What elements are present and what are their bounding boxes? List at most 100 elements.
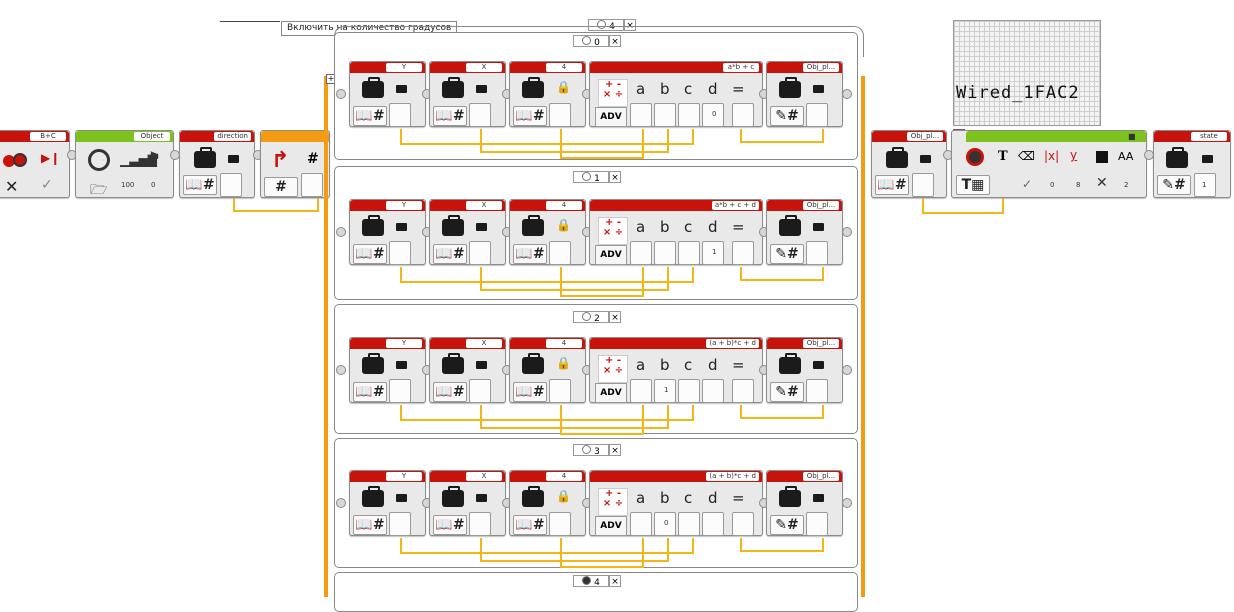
wire [560, 129, 644, 159]
output-slot[interactable] [389, 379, 411, 403]
state-value: 1 [1202, 181, 1207, 189]
math-input-slot[interactable] [630, 512, 652, 536]
math-input-slot[interactable] [630, 379, 652, 403]
output-slot[interactable] [469, 512, 491, 536]
math-input-slot[interactable] [678, 379, 700, 403]
variable-mini-icon [1202, 155, 1213, 163]
case-close[interactable]: × [609, 171, 621, 183]
math-input-slot[interactable] [654, 241, 676, 265]
math-input-slot[interactable] [678, 103, 700, 127]
input-slot[interactable] [1194, 173, 1216, 197]
output-slot[interactable] [549, 103, 571, 127]
math-letter-2: c [684, 356, 693, 374]
variable-y-block[interactable]: Y📖# [349, 337, 426, 403]
constant-block[interactable]: 4🔒📖# [509, 470, 586, 536]
output-slot[interactable] [389, 103, 411, 127]
obj-write-block[interactable]: Obj_pl...✎# [766, 337, 843, 403]
output-slot[interactable] [549, 512, 571, 536]
math-input-slot[interactable] [702, 379, 724, 403]
output-slot[interactable] [469, 379, 491, 403]
math-input-slot[interactable] [702, 103, 724, 127]
loop-block[interactable]: ↱ # # [260, 130, 330, 198]
output-slot[interactable] [469, 103, 491, 127]
sensor-block[interactable]: Object ▁▃▅▇ ⚑ 🗁 100 0 [75, 130, 174, 198]
numeric-mode: 📖# [875, 175, 909, 195]
output-slot[interactable] [389, 241, 411, 265]
math-output-slot[interactable] [732, 512, 754, 536]
input-slot[interactable] [806, 379, 828, 403]
preview-text: Wired_1FAC2 [956, 83, 1080, 103]
output-slot[interactable] [469, 241, 491, 265]
constant-block[interactable]: 4🔒📖# [509, 61, 586, 127]
case-tab[interactable]: 3 [573, 444, 609, 457]
output-slot[interactable] [549, 379, 571, 403]
output-slot[interactable] [389, 512, 411, 536]
constant-block[interactable]: 4🔒📖# [509, 337, 586, 403]
display-block[interactable]: ■ T ⌫ |x| y AA T▦ ✓ 0 8 ✕ 2 [951, 130, 1147, 198]
math-output-slot[interactable] [732, 379, 754, 403]
motor-block[interactable]: B+C ▶❙ ✕ ✓ [0, 130, 70, 198]
case-close[interactable]: × [609, 575, 621, 587]
output-slot[interactable] [549, 241, 571, 265]
math-input-slot[interactable] [678, 241, 700, 265]
obj-write-block[interactable]: Obj_pl...✎# [766, 470, 843, 536]
case-close[interactable]: × [609, 35, 621, 47]
case-tab[interactable]: 0 [573, 35, 609, 48]
variable-y-block[interactable]: Y📖# [349, 470, 426, 536]
variable-mini-icon [476, 361, 487, 369]
variable-x-block[interactable]: X📖# [429, 337, 506, 403]
variable-icon [522, 77, 544, 98]
math-letter-0: a [636, 489, 646, 507]
numeric-mode: 📖# [183, 175, 217, 195]
obj-write-block[interactable]: Obj_pl...✎# [766, 61, 843, 127]
math-input-slot[interactable] [678, 512, 700, 536]
math-input-slot[interactable] [654, 512, 676, 536]
input-slot[interactable] [806, 241, 828, 265]
math-output-slot[interactable] [732, 241, 754, 265]
variable-x-block[interactable]: X📖# [429, 470, 506, 536]
block-header [966, 131, 1146, 142]
variable-x-block[interactable]: X📖# [429, 61, 506, 127]
direction-block[interactable]: direction 📖# [179, 130, 255, 198]
math-input-slot[interactable] [654, 379, 676, 403]
block-header: X [430, 200, 505, 211]
variable-x-block[interactable]: X📖# [429, 199, 506, 265]
block-header: X [430, 471, 505, 482]
output-slot[interactable] [912, 173, 934, 197]
variable-y-block[interactable]: Y📖# [349, 199, 426, 265]
state-block[interactable]: state ✎# 1 [1153, 130, 1231, 198]
obj-write-block[interactable]: Obj_pl...✎# [766, 199, 843, 265]
block-header: 4 [510, 200, 585, 211]
math-input-slot[interactable] [630, 241, 652, 265]
constant-block[interactable]: 4🔒📖# [509, 199, 586, 265]
connector [842, 365, 852, 375]
input-slot[interactable] [806, 103, 828, 127]
output-slot[interactable] [220, 173, 242, 197]
math-input-slot[interactable] [702, 241, 724, 265]
adv-mode: ADV [595, 516, 627, 536]
text-mode: T▦ [956, 175, 990, 195]
wire [480, 538, 669, 562]
input-slot[interactable] [301, 173, 323, 197]
switch-top-tab[interactable]: 4 [588, 19, 624, 32]
math-input-slot[interactable] [630, 103, 652, 127]
invert-icon: ✕ [1096, 175, 1108, 191]
variable-y-block[interactable]: Y📖# [349, 61, 426, 127]
obj-block[interactable]: Obj_pl... 📖# [871, 130, 947, 198]
case-tab[interactable]: 4 [573, 575, 609, 588]
wire [740, 129, 824, 143]
input-slot[interactable] [806, 512, 828, 536]
case-close[interactable]: × [609, 444, 621, 456]
font-size-icon: AA [1118, 150, 1134, 163]
case-tab[interactable]: 2 [573, 311, 609, 324]
math-output-slot[interactable] [732, 103, 754, 127]
math-input-slot[interactable] [654, 103, 676, 127]
case-close[interactable]: × [609, 311, 621, 323]
variable-icon [362, 486, 384, 507]
math-input-slot[interactable] [702, 512, 724, 536]
case-tab[interactable]: 1 [573, 171, 609, 184]
